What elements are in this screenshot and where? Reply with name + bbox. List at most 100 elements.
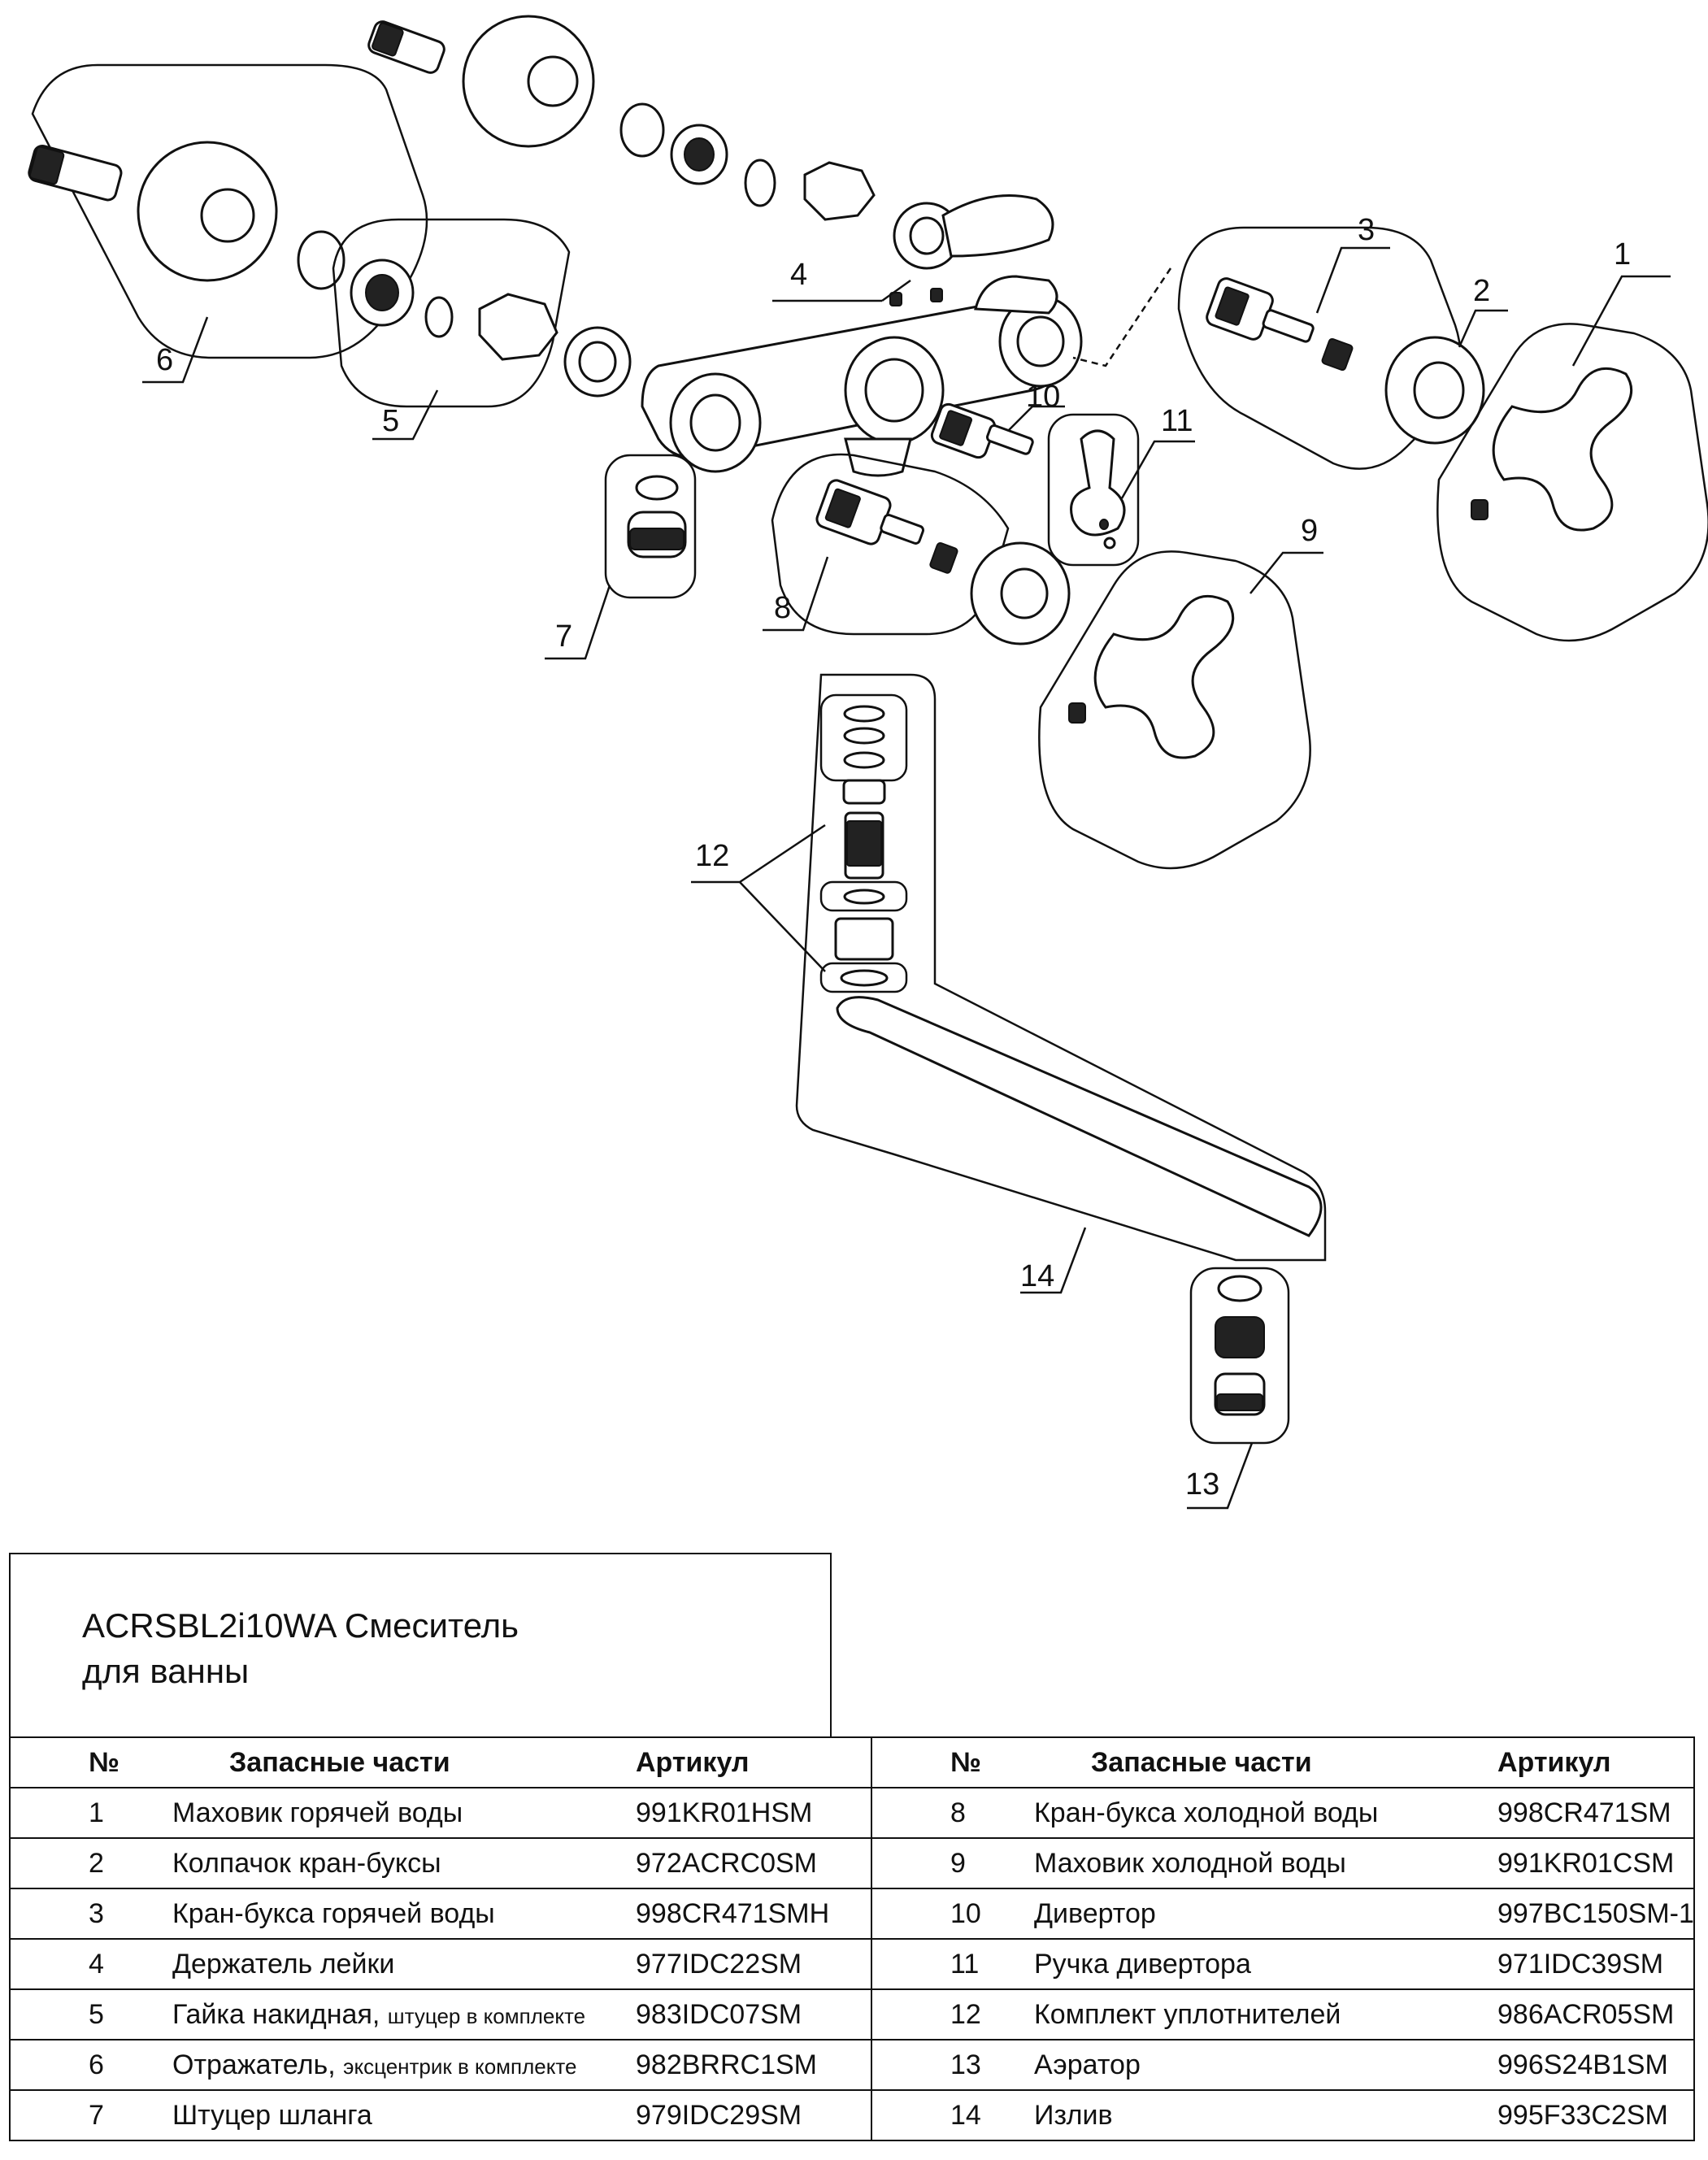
cold-cartridge-group-8: [771, 453, 1010, 636]
product-title-line2: для ванны: [82, 1652, 250, 1690]
part-name: Дивертор: [1034, 1888, 1497, 1940]
part-number: 10: [871, 1888, 1034, 1940]
part-article: 998CR471SMH: [636, 1888, 871, 1940]
callout-7: 7: [555, 619, 572, 654]
part-name: Аэратор: [1034, 2039, 1497, 2091]
callout-14: 14: [1020, 1259, 1054, 1293]
hose-fitting-group-7: [604, 454, 697, 599]
aerator-group-13: [1189, 1267, 1290, 1445]
part-name-text: Гайка накидная,: [172, 1998, 380, 2030]
header-no-right: №: [871, 1736, 1034, 1788]
part-name: Колпачок кран-буксы: [172, 1837, 636, 1889]
callout-9: 9: [1301, 514, 1318, 548]
reflector-group-6: [28, 63, 428, 359]
part-article: 972ACRC0SM: [636, 1837, 871, 1889]
part-name-text: Держатель лейки: [172, 1948, 395, 1980]
part-number: 5: [9, 1988, 172, 2040]
part-name: Держатель лейки: [172, 1938, 636, 1990]
cold-handle-group-9: [1038, 550, 1311, 870]
header-name-right: Запасные части: [1034, 1736, 1497, 1788]
callout-12: 12: [695, 839, 729, 873]
callout-labels: 1 2 3 4 5 6 7 8 9 10 11 12 13 14: [156, 213, 1631, 1502]
part-article: 998CR471SM: [1497, 1787, 1695, 1839]
callout-4: 4: [790, 258, 807, 292]
part-article: 982BRRC1SM: [636, 2039, 871, 2091]
callout-1: 1: [1614, 237, 1631, 272]
part-article: 986ACR05SM: [1497, 1988, 1695, 2040]
part-article: 979IDC29SM: [636, 2089, 871, 2141]
callout-13: 13: [1185, 1467, 1219, 1502]
callout-5: 5: [382, 404, 399, 438]
spare-parts-table: № Запасные части Артикул № Запасные част…: [9, 1736, 1695, 2141]
header-article-left: Артикул: [636, 1736, 871, 1788]
part-note: штуцер в комплекте: [387, 2003, 586, 2028]
part-number: 13: [871, 2039, 1034, 2091]
callout-8: 8: [774, 591, 791, 625]
mixer-body: [641, 275, 1083, 477]
union-nut-group-5: [332, 218, 632, 408]
top-fitting-group: [367, 15, 876, 221]
callout-11: 11: [1161, 404, 1193, 438]
part-number: 11: [871, 1938, 1034, 1990]
part-name: Штуцер шланга: [172, 2089, 636, 2141]
product-title-line1: ACRSBL2i10WA Смеситель: [82, 1606, 519, 1645]
leader-lines: [142, 246, 1671, 1510]
product-title: ACRSBL2i10WA Смеситель для ванны: [82, 1603, 651, 1694]
spout-group-14: [795, 673, 1327, 1262]
part-name-text: Колпачок кран-буксы: [172, 1847, 441, 1879]
cartridge-cap-2: [1384, 336, 1485, 445]
hot-cartridge-group-3: [1072, 226, 1462, 470]
part-article: 977IDC22SM: [636, 1938, 871, 1990]
part-number: 9: [871, 1837, 1034, 1889]
callout-3: 3: [1358, 213, 1375, 247]
part-name: Ручка дивертора: [1034, 1938, 1497, 1990]
hot-handle-group-1: [1436, 323, 1708, 642]
part-name: Гайка накидная, штуцер в комплекте: [172, 1988, 636, 2040]
part-number: 2: [9, 1837, 172, 1889]
part-name: Кран-букса холодной воды: [1034, 1787, 1497, 1839]
part-article: 996S24B1SM: [1497, 2039, 1695, 2091]
part-name: Маховик горячей воды: [172, 1787, 636, 1839]
header-name-left: Запасные части: [172, 1736, 636, 1788]
part-name: Кран-букса горячей воды: [172, 1888, 636, 1940]
diverter-group-10: [930, 402, 1034, 459]
part-name-text: Кран-букса горячей воды: [172, 1897, 495, 1929]
part-number: 12: [871, 1988, 1034, 2040]
shower-holder-part: [889, 194, 1054, 306]
part-name-text: Штуцер шланга: [172, 2099, 372, 2131]
part-number: 8: [871, 1787, 1034, 1839]
part-article: 997BC150SM-1: [1497, 1888, 1695, 1940]
part-article: 995F33C2SM: [1497, 2089, 1695, 2141]
part-number: 6: [9, 2039, 172, 2091]
part-article: 971IDC39SM: [1497, 1938, 1695, 1990]
exploded-parts-diagram: 1 2 3 4 5 6 7 8 9 10 11 12 13 14: [28, 15, 1708, 1510]
part-name: Излив: [1034, 2089, 1497, 2141]
cold-cap: [970, 541, 1071, 645]
part-article: 991KR01HSM: [636, 1787, 871, 1839]
callout-6: 6: [156, 343, 173, 377]
part-article: 983IDC07SM: [636, 1988, 871, 2040]
callout-2: 2: [1473, 274, 1490, 308]
part-name: Отражатель, эксцентрик в комплекте: [172, 2039, 636, 2091]
part-article: 991KR01CSM: [1497, 1837, 1695, 1889]
part-name: Маховик холодной воды: [1034, 1837, 1497, 1889]
header-article-right: Артикул: [1497, 1736, 1695, 1788]
part-note: эксцентрик в комплекте: [343, 2054, 577, 2079]
part-number: 4: [9, 1938, 172, 1990]
header-no-left: №: [9, 1736, 172, 1788]
callout-10: 10: [1026, 380, 1060, 414]
part-name-text: Отражатель,: [172, 2049, 336, 2080]
diverter-handle-group-11: [1047, 413, 1140, 567]
table-header-row: № Запасные части Артикул № Запасные част…: [9, 1736, 1695, 1788]
part-number: 7: [9, 2089, 172, 2141]
title-block: ACRSBL2i10WA Смеситель для ванны: [9, 1553, 832, 1736]
part-name: Комплект уплотнителей: [1034, 1988, 1497, 2040]
part-number: 14: [871, 2089, 1034, 2141]
